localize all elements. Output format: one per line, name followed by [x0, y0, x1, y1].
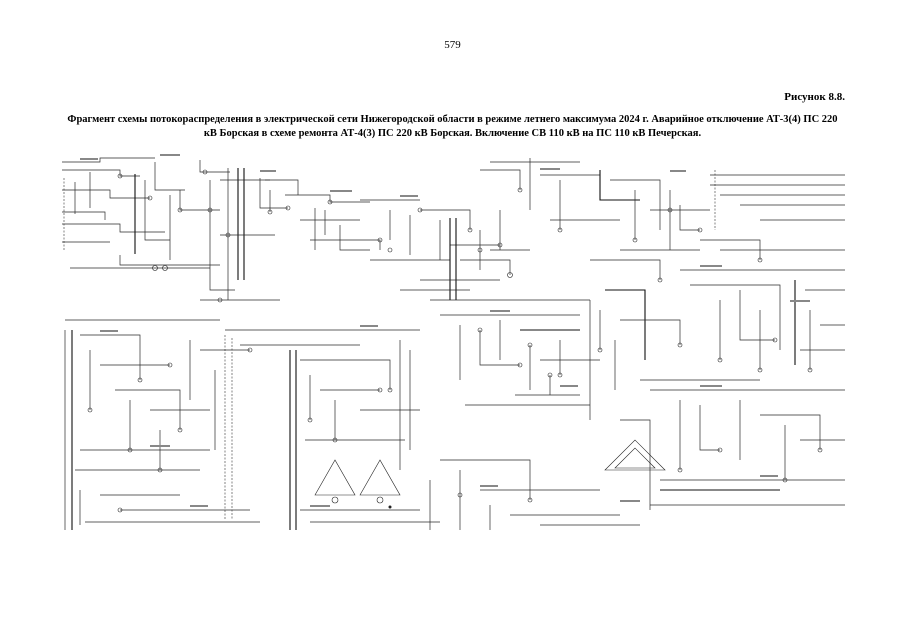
power-flow-scheme — [60, 150, 845, 535]
scheme-block-center — [430, 289, 683, 420]
scheme-block-left-top — [62, 157, 299, 303]
page-number: 579 — [444, 39, 461, 51]
scheme-block-right — [604, 269, 845, 510]
scheme-annotations — [80, 154, 810, 507]
scheme-block-middle-bottom — [224, 329, 640, 530]
figure-caption: Фрагмент схемы потокораспределения в эле… — [67, 114, 838, 139]
figure-label: Рисунок 8.8. — [784, 91, 845, 103]
scheme-block-left-bottom — [64, 319, 260, 530]
scheme-block-top-right — [480, 158, 845, 283]
scheme-block-top-middle — [285, 194, 530, 300]
